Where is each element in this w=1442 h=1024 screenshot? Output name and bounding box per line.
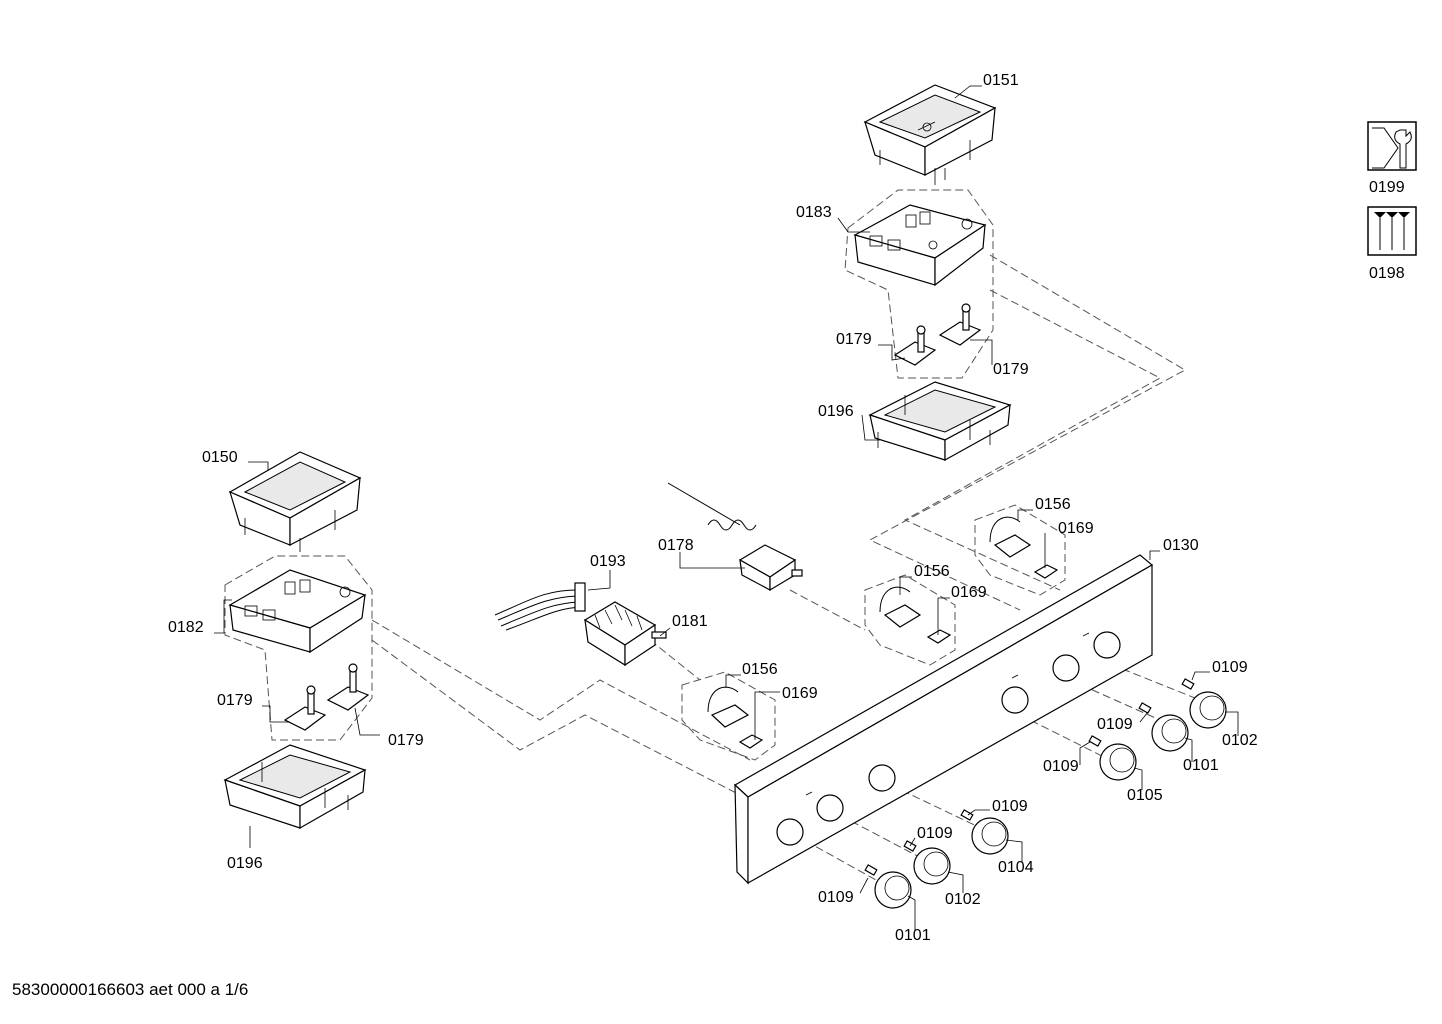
document-id: 58300000166603 aet 000 a 1/6	[12, 980, 249, 999]
label-0151: 0151	[983, 72, 1019, 89]
label-0193: 0193	[590, 553, 626, 570]
part-labels: 0151 0183 0179 0179 0196 0150 0182 0179 …	[168, 72, 1258, 944]
label-0109: 0109	[1097, 716, 1133, 733]
label-0181: 0181	[672, 613, 708, 630]
label-0101: 0101	[1183, 757, 1219, 774]
label-0156: 0156	[742, 661, 778, 678]
label-0104: 0104	[998, 859, 1034, 876]
label-0179: 0179	[836, 331, 872, 348]
label-0196: 0196	[227, 855, 263, 872]
label-0109: 0109	[917, 825, 953, 842]
lamp-group-middle	[864, 574, 956, 666]
frame-part-0196-upper	[868, 381, 1012, 462]
knob-0102-left	[913, 847, 951, 885]
frame-part-0196-lower	[223, 744, 367, 830]
label-0109: 0109	[1043, 758, 1079, 775]
control-panel-0130	[733, 554, 1154, 885]
knob-0101-left	[874, 871, 912, 909]
lamp-group-right	[974, 504, 1066, 596]
box-part-0150	[228, 451, 362, 552]
icon-label-0198: 0198	[1369, 265, 1405, 282]
box-part-0151	[863, 84, 997, 185]
switch-group-0183	[844, 189, 994, 379]
knob-0101-right	[1151, 714, 1189, 752]
label-0156: 0156	[914, 563, 950, 580]
label-0169: 0169	[951, 584, 987, 601]
selector-switch-0181	[583, 601, 667, 667]
icon-label-0199: 0199	[1369, 179, 1405, 196]
lamp-group-left	[681, 671, 776, 761]
label-0109: 0109	[1212, 659, 1248, 676]
label-0105: 0105	[1127, 787, 1163, 804]
label-0101: 0101	[895, 927, 931, 944]
label-0102: 0102	[1222, 732, 1258, 749]
knob-0105	[1099, 743, 1137, 781]
knob-0104	[971, 817, 1009, 855]
label-0169: 0169	[1058, 520, 1094, 537]
switch-group-0182	[224, 555, 373, 741]
label-0196: 0196	[818, 403, 854, 420]
wrench-icon: 0199	[1367, 121, 1417, 196]
screws-icon: 0198	[1367, 206, 1417, 282]
label-0179: 0179	[388, 732, 424, 749]
label-0102: 0102	[945, 891, 981, 908]
knob-0102-right	[1189, 691, 1227, 729]
label-0156: 0156	[1035, 496, 1071, 513]
label-0109: 0109	[818, 889, 854, 906]
label-0109: 0109	[992, 798, 1028, 815]
label-0169: 0169	[782, 685, 818, 702]
label-0150: 0150	[202, 449, 238, 466]
label-0182: 0182	[168, 619, 204, 636]
wire-harness-0193	[494, 582, 586, 631]
label-0178: 0178	[658, 537, 694, 554]
label-0179: 0179	[993, 361, 1029, 378]
label-0130: 0130	[1163, 537, 1199, 554]
label-0183: 0183	[796, 204, 832, 221]
label-0179: 0179	[217, 692, 253, 709]
knobs	[864, 678, 1227, 909]
thermostat-0178	[667, 482, 803, 592]
leader-lines	[214, 85, 1239, 930]
connection-lines	[371, 254, 1201, 886]
